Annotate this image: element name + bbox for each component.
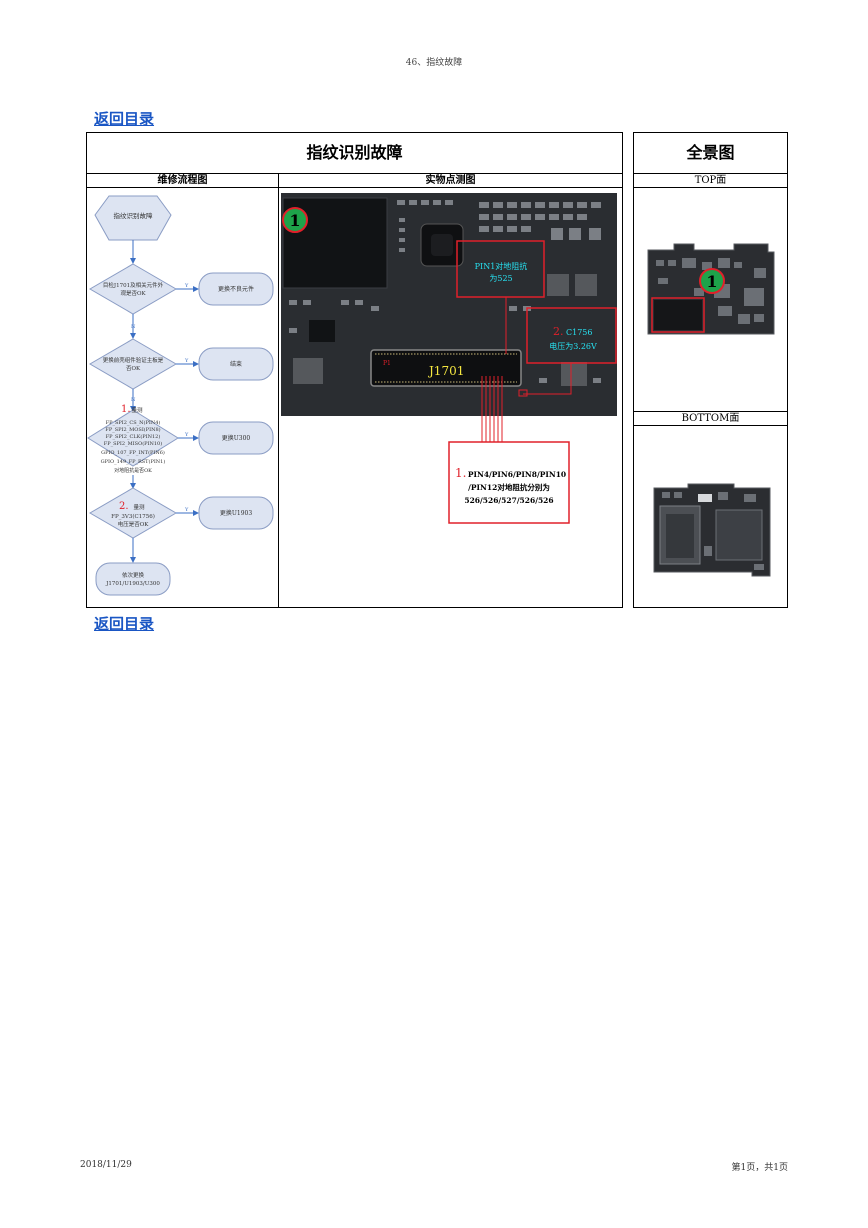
photo-callout-line1: PIN4/PIN6/PIN8/PIN10 (468, 470, 566, 479)
flow-decision-2-line1: 更换前壳组件验证主板是 (103, 356, 164, 364)
flow-end-node (95, 562, 171, 596)
repair-flowchart: 指纹识别故障 目检J1701及相关元件外 观是否OK Y 更换不良元件 N 更换… (87, 195, 274, 596)
photo-connector-pins (375, 353, 517, 383)
top-board-highlight-box (651, 297, 705, 333)
flowchart-header-cell: 维修流程图 (86, 173, 279, 188)
photo-c1756-target (518, 389, 528, 397)
photo-header-cell: 实物点测图 (278, 173, 623, 188)
photo-pin-leaders (481, 376, 503, 442)
photo-marker-number: 1 (289, 211, 300, 230)
photo-square-chip-core (431, 234, 453, 256)
flow-decision-3-line8: 对地阻抗是否OK (114, 467, 152, 474)
bottom-label-cell: BOTTOM面 (633, 411, 788, 426)
flow-decision-visual-check (89, 263, 177, 315)
flow-decision-1-line2: 观是否OK (120, 290, 146, 297)
flow-decision-3-line2: FP_SPI2_CS_N(PIN4) (106, 419, 161, 426)
flow-result-1-text: 更换不良元件 (218, 285, 254, 293)
panorama-top-board: 1 (647, 243, 775, 335)
photo-cell (278, 187, 623, 608)
flow-result-replace-u300 (198, 421, 274, 455)
flow-result-4-text: 更换U1903 (220, 509, 253, 517)
photo-component-grid (289, 200, 601, 383)
flow-yes-4: Y (184, 507, 189, 513)
flow-decision-measure-pins (87, 409, 179, 467)
flow-decision-3-line5: FP_SPI2_MISO(PIN10) (104, 440, 162, 447)
top-board-components (656, 258, 766, 324)
flowchart-column-title: 维修流程图 (157, 175, 208, 186)
back-to-index-link-top[interactable]: 返回目录 (94, 110, 155, 128)
bottom-board-sim-inner (666, 514, 694, 558)
flow-decision-3-num: 1. (121, 404, 131, 415)
panorama-title: 全景图 (686, 143, 735, 162)
flow-result-2-text: 结束 (230, 360, 242, 368)
flow-yes-2: Y (184, 358, 189, 364)
flow-decision-1-line1: 目检J1701及相关元件外 (103, 281, 164, 289)
page-header: 46、指纹故障 (405, 58, 463, 68)
photo-pin1-annotation-line1: PIN1对地阻抗 (475, 261, 528, 271)
flow-no-2: N (131, 397, 136, 403)
photo-inductor-1 (547, 274, 569, 296)
back-to-index-link-bottom[interactable]: 返回目录 (94, 615, 155, 633)
flow-yes-1: Y (184, 283, 189, 289)
flow-decision-swap-frame (89, 338, 177, 390)
photo-pin1-mark: P1 (383, 360, 391, 367)
top-board-shield (654, 300, 702, 330)
flow-decision-4-line1: 量测 (133, 503, 145, 511)
photo-c1756-annotation-line2: 电压为3.26V (549, 341, 597, 351)
top-side-label: TOP面 (694, 175, 727, 186)
flow-no-1: N (131, 324, 136, 330)
bottom-board-label-sticker (698, 494, 712, 502)
flow-decision-measure-voltage (89, 487, 177, 539)
flow-decision-3-line1: 量测 (131, 406, 143, 414)
flow-decision-3-line6: GPIO_107_FP_INT(PIN6) (101, 449, 165, 456)
photo-c1756-annotation-line1: C1756 (566, 328, 592, 337)
photo-marker-circle (282, 207, 308, 233)
photo-inductor-4 (561, 362, 587, 386)
photo-column-title: 实物点测图 (425, 175, 476, 186)
flow-result-replace-bad-part (198, 272, 274, 306)
flow-end-line1: 依次更换 (122, 571, 145, 579)
bottom-side-label: BOTTOM面 (681, 413, 740, 424)
photo-c1756-leader (523, 363, 572, 395)
flow-result-end (198, 347, 274, 381)
photo-connector-label: J1701 (427, 364, 464, 378)
photo-callout-num: 1. (455, 466, 466, 480)
photo-pin1-annotation-line2: 为525 (489, 273, 512, 283)
flow-decision-4-line3: 电压是否OK (118, 520, 150, 528)
photo-c1756-annotation-num: 2. (553, 325, 564, 338)
flow-decision-3-line7: GPIO_149_FP_RST(PIN1) (101, 458, 166, 465)
pcb-measurement-photo: J1701 P1 1 PIN1对地阻抗 为525 2. C1756 电压为3.2… (281, 193, 617, 524)
top-label-cell: TOP面 (633, 173, 788, 188)
flow-decision-3-line4: FP_SPI2_CLK(PIN12) (106, 433, 161, 440)
photo-inductor-2 (575, 274, 597, 296)
photo-callout-line3: 526/526/527/526/526 (464, 496, 553, 505)
flow-end-line2: J1701/U1903/U300 (105, 581, 160, 587)
top-board-marker-number: 1 (706, 272, 717, 291)
flow-decision-3-line3: FP_SPI2_MOSI(PIN8) (105, 426, 160, 433)
flow-start-node (94, 195, 172, 241)
footer-date: 2018/11/29 (80, 1160, 132, 1170)
photo-callout-box (448, 441, 570, 524)
title-cell: 指纹识别故障 (86, 132, 623, 174)
flow-decision-4-num: 2. (119, 501, 129, 512)
panorama-bottom-board (653, 483, 771, 577)
photo-small-ic (309, 320, 335, 342)
footer-page-number: 第1页，共1页 (731, 1163, 788, 1173)
bottom-image-cell (633, 425, 788, 608)
photo-callout-line2: /PIN12对地阻抗分别为 (468, 482, 550, 492)
panorama-title-cell: 全景图 (633, 132, 788, 174)
flow-decision-2-line2: 否OK (126, 365, 141, 372)
photo-connector-body (370, 349, 522, 387)
flow-yes-3: Y (184, 432, 189, 438)
flow-result-replace-u1903 (198, 496, 274, 530)
photo-pin1-annotation-box (456, 240, 545, 298)
flow-result-3-text: 更换U300 (222, 434, 251, 442)
flow-start-text: 指纹识别故障 (114, 211, 154, 220)
bottom-board-shield (715, 509, 763, 561)
bottom-board-components (662, 492, 764, 570)
top-board-marker-circle (699, 268, 725, 294)
table-title: 指纹识别故障 (306, 143, 403, 162)
photo-inductor-3 (293, 358, 323, 384)
flow-decision-4-line2: FP_3V3(C1756) (111, 513, 155, 520)
